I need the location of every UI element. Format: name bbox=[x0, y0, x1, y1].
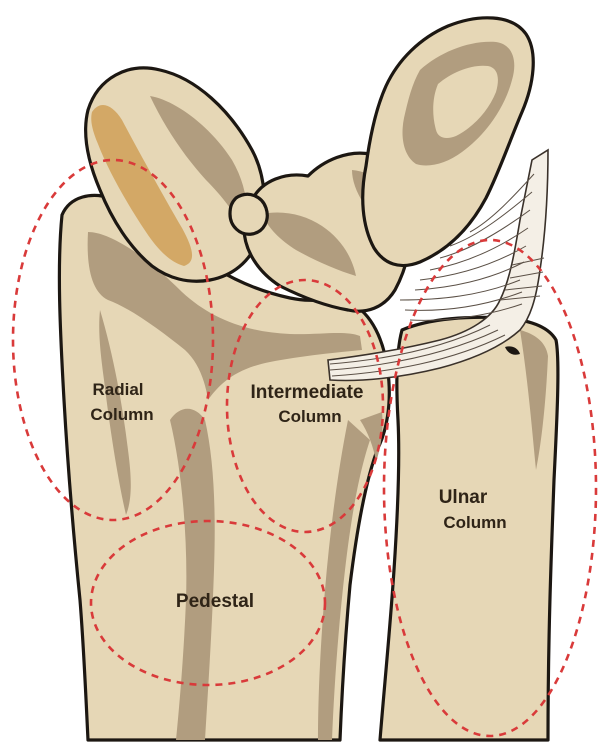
intermediate-column-label-line1: Intermediate bbox=[251, 382, 364, 403]
radial-column-label-line1: Radial bbox=[92, 380, 143, 399]
ulnar-column-label-line1: Ulnar bbox=[439, 487, 488, 508]
pedestal-label: Pedestal bbox=[176, 591, 254, 612]
carpal-fragment bbox=[230, 194, 267, 234]
ulnar-column-label-line2: Column bbox=[443, 513, 506, 532]
radial-column-label-line2: Column bbox=[90, 405, 153, 424]
intermediate-column-label-line2: Column bbox=[278, 407, 341, 426]
